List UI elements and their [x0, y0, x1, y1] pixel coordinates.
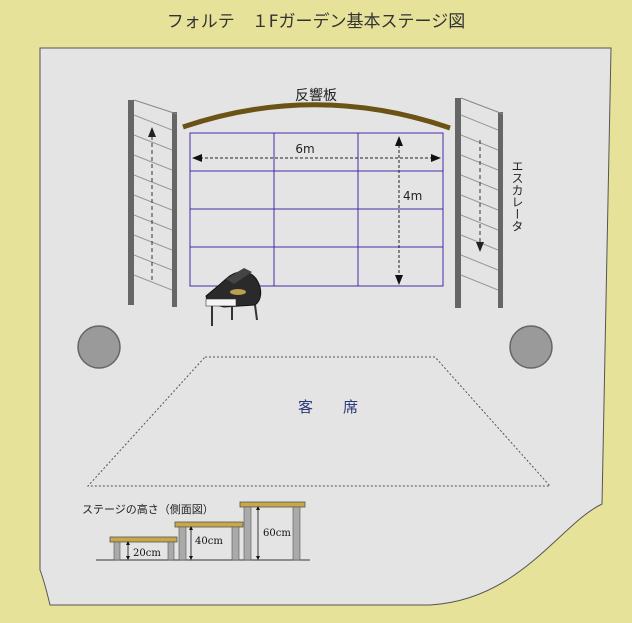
audience-area [86, 356, 552, 487]
heights-title: ステージの高さ（側面図） [82, 502, 214, 516]
width-dimension: 6m [192, 142, 441, 162]
pillar-left [77, 325, 121, 369]
audience-label: 客 席 [298, 398, 358, 416]
arrow-up-icon [148, 127, 156, 137]
page-title: フォルテ １Fガーデン基本ステージ図 [167, 11, 465, 32]
reflector-panel [182, 102, 451, 131]
escalator-left [128, 99, 178, 307]
height-20-label: 20cm [133, 548, 161, 559]
platform-40cm: 40cm [174, 521, 244, 561]
stage-grid [189, 132, 444, 287]
escalator-right [455, 97, 504, 308]
pillar-right [509, 325, 553, 369]
piano-icon [205, 268, 262, 326]
height-60-label: 60cm [263, 528, 291, 539]
depth-label: 4m [403, 189, 422, 203]
arrow-down-icon [476, 242, 484, 252]
height-side-view: 20cm 40cm 60cm [96, 501, 310, 561]
height-40-label: 40cm [195, 536, 223, 547]
escalator-label: エスカレータ [510, 160, 524, 232]
depth-dimension: 4m [395, 136, 422, 285]
reflector-label: 反響板 [295, 87, 337, 104]
floor-area [39, 47, 612, 606]
platform-60cm: 60cm [239, 501, 306, 561]
width-label: 6m [295, 142, 314, 156]
platform-20cm: 20cm [109, 536, 178, 561]
